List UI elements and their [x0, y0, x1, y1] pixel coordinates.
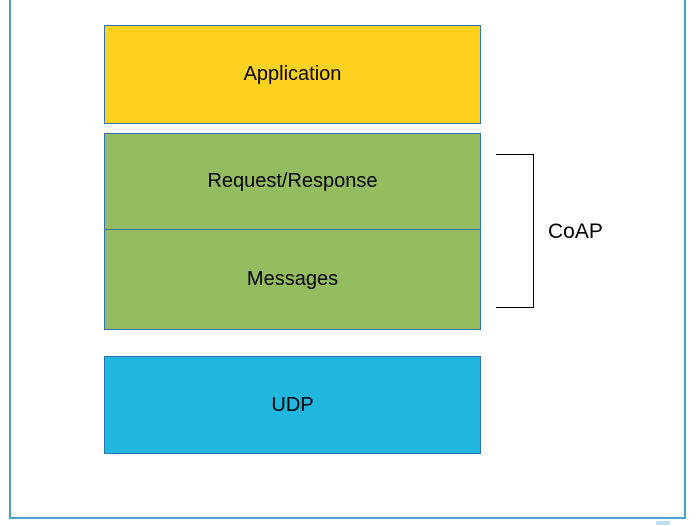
corner-artifact — [656, 521, 670, 525]
layer-application-label: Application — [243, 63, 342, 85]
layer-udp: UDP — [104, 356, 481, 454]
page-border — [9, 0, 686, 519]
layer-request-response: Request/Response — [105, 134, 480, 230]
layer-messages: Messages — [105, 230, 480, 329]
layer-coap-group: Request/Response Messages — [104, 133, 481, 330]
coap-bracket — [496, 154, 534, 308]
layer-application: Application — [104, 25, 481, 124]
layer-request-response-label: Request/Response — [207, 170, 378, 192]
layer-udp-label: UDP — [271, 393, 314, 416]
coap-bracket-label: CoAP — [548, 220, 603, 243]
layer-messages-label: Messages — [246, 268, 339, 290]
